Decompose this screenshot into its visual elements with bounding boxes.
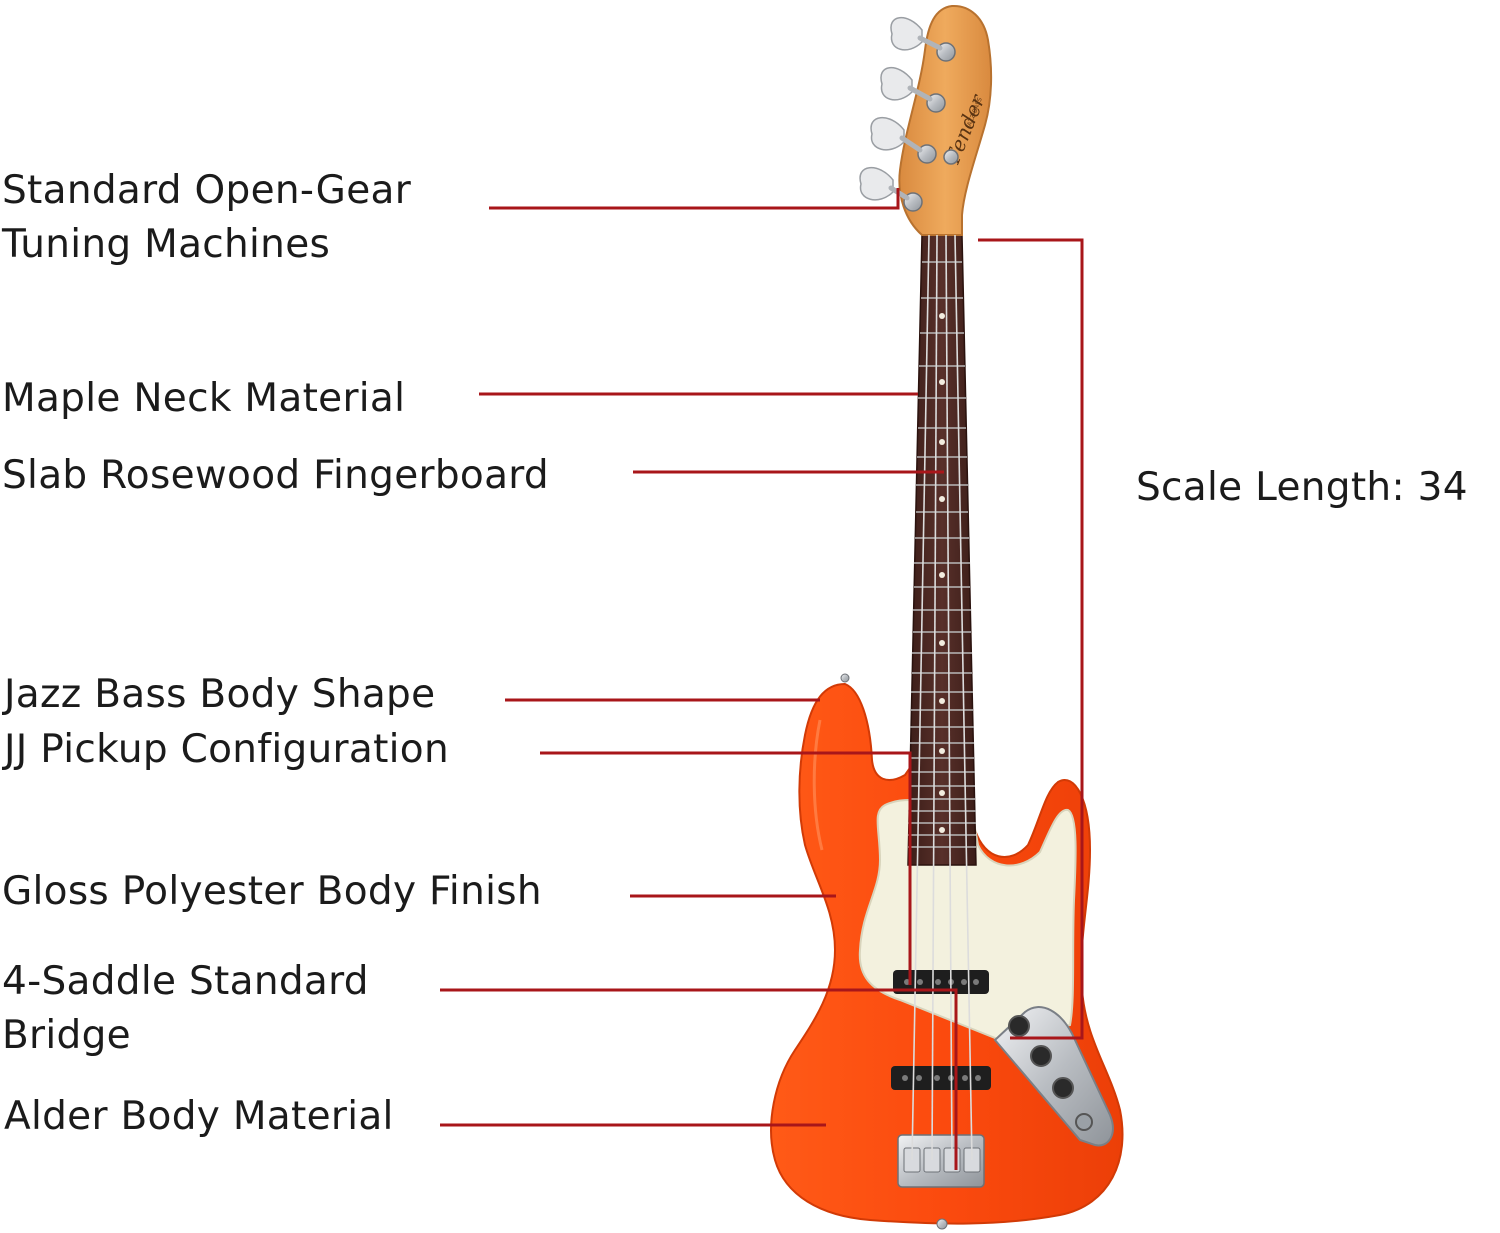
leader-tuning-machines xyxy=(489,188,900,210)
label-body-material: Alder Body Material xyxy=(4,1094,394,1139)
control-plate xyxy=(993,1006,1114,1147)
neck xyxy=(907,234,977,866)
bridge-pickup xyxy=(891,1066,991,1090)
label-pickup-config: JJ Pickup Configuration xyxy=(4,727,449,772)
leader-bridge xyxy=(440,988,958,1170)
tone-knob xyxy=(1052,1077,1074,1099)
neck-pickup-poles xyxy=(904,979,979,985)
bridge-pickup-poles xyxy=(902,1075,981,1081)
label-fingerboard: Slab Rosewood Fingerboard xyxy=(2,453,549,498)
volume-knob-1 xyxy=(1008,1015,1030,1037)
strings xyxy=(911,234,973,1161)
label-scale-length: Scale Length: 34 xyxy=(1136,465,1468,510)
label-neck-material: Maple Neck Material xyxy=(2,376,406,421)
strap-button xyxy=(936,1218,948,1230)
leader-pickup-config xyxy=(540,751,912,985)
output-jack xyxy=(1075,1113,1093,1131)
strap-button-horn xyxy=(840,673,850,683)
label-bridge: 4-Saddle Standard Bridge xyxy=(2,959,369,1058)
headstock xyxy=(898,4,993,236)
tuner-keys xyxy=(859,16,923,201)
volume-knob-2 xyxy=(1030,1045,1052,1067)
fret-inlays xyxy=(939,313,945,833)
leader-lines xyxy=(440,188,1084,1170)
label-body-shape: Jazz Bass Body Shape xyxy=(4,672,436,717)
label-body-finish: Gloss Polyester Body Finish xyxy=(2,869,542,914)
body-highlight xyxy=(812,719,824,851)
leader-scale-length xyxy=(978,238,1084,1040)
label-tuning-machines: Standard Open-Gear Tuning Machines xyxy=(2,168,412,267)
